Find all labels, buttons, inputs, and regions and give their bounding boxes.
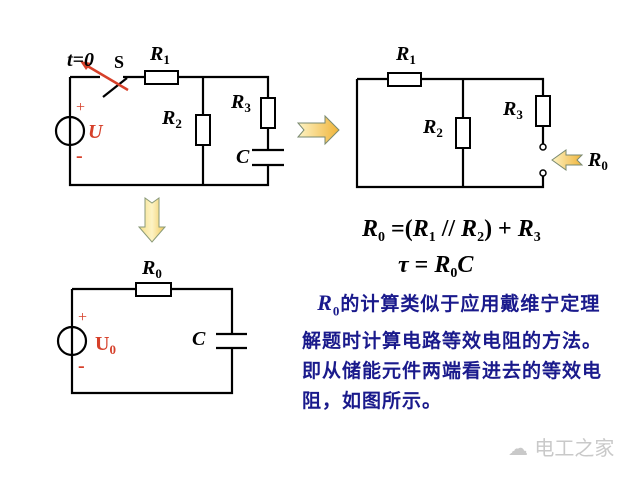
formula-tau: τ = R0C xyxy=(398,252,474,281)
watermark: ☁ 电工之家 xyxy=(508,436,615,460)
resistor-r2 xyxy=(195,114,211,146)
r2-label: R2 xyxy=(161,107,182,131)
circuit-original: t=0 S R1 R2 R3 C U + - xyxy=(54,43,284,187)
capacitor-label: C xyxy=(192,328,206,350)
resistor-r1 xyxy=(144,70,179,85)
voltage-source-icon xyxy=(54,115,86,147)
wechat-icon: ☁ xyxy=(508,436,535,460)
resistor-r2 xyxy=(455,117,471,149)
arrow-left-icon xyxy=(551,149,584,171)
plus-sign: + xyxy=(78,309,87,326)
arrow-down-icon xyxy=(137,197,167,243)
source-label: U0 xyxy=(95,333,116,357)
resistor-r3 xyxy=(260,97,276,129)
formula-r0: R0 =(R1 // R2) + R3 xyxy=(361,216,541,245)
voltage-source-icon xyxy=(56,325,88,357)
minus-sign: - xyxy=(78,355,85,377)
circuit-rc: R0 C U0 + - xyxy=(56,257,247,395)
resistor-r1 xyxy=(387,72,422,87)
switch-arrow xyxy=(83,62,129,92)
r0-label: R0 xyxy=(141,257,162,281)
explanation-paragraph: R0的计算类似于应用戴维宁定理解题时计算电路等效电阻的方法。即从储能元件两端看进… xyxy=(302,288,602,416)
resistor-r3 xyxy=(535,95,551,127)
plus-sign: + xyxy=(76,99,85,116)
r2-label: R2 xyxy=(422,116,443,140)
formulas: R0 =(R1 // R2) + R3 τ = R0C xyxy=(361,216,541,281)
terminal-top xyxy=(539,143,547,151)
r1-label: R1 xyxy=(149,43,170,67)
source-label: U xyxy=(88,121,104,143)
r3-label: R3 xyxy=(230,91,251,115)
switch-blade xyxy=(102,77,128,98)
circuit-equivalent-resistance: R1 R2 R3 R0 xyxy=(355,43,608,189)
capacitor-label: C xyxy=(236,146,250,168)
arrow-right-icon xyxy=(296,114,340,146)
terminal-bottom xyxy=(539,169,547,177)
resistor-r0 xyxy=(135,282,172,297)
r0-port-label: R0 xyxy=(587,149,608,173)
switch-time-label: t=0 xyxy=(67,49,94,71)
r0-symbol: R0 xyxy=(317,290,341,319)
r3-label: R3 xyxy=(502,98,523,122)
r1-label: R1 xyxy=(395,43,416,67)
minus-sign: - xyxy=(76,145,83,167)
paragraph-text: 的计算类似于应用戴维宁定理解题时计算电路等效电阻的方法。即从储能元件两端看进去的… xyxy=(302,293,603,413)
switch-label: S xyxy=(114,52,124,72)
